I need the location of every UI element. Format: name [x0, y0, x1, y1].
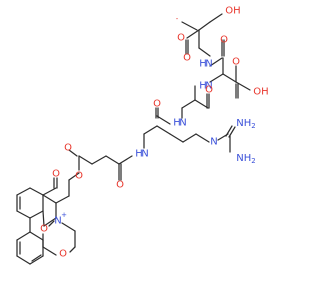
atom-n-gly-amide: N — [179, 118, 186, 129]
atom-o-amide-asp: O — [220, 35, 228, 46]
charge-minus: - — [176, 15, 179, 23]
atom-h-asp-amide: H — [199, 81, 207, 92]
atom-o-morpholine: O — [59, 249, 67, 260]
atom-n-serine-amide: N — [205, 59, 212, 70]
atom-o-ester-carbonyl: O — [64, 143, 72, 154]
atom-n-arg-amide: N — [141, 149, 148, 160]
atom-o-succ-amide: O — [116, 180, 124, 191]
atom-o-arg-carbonyl: O — [153, 99, 161, 110]
atom-o-gly-carbonyl: O — [205, 85, 213, 96]
atom-o-chromone-keto: O — [52, 169, 60, 180]
atom-labels: O - O OH N H O O OH N H O O N H N NH2 NH… — [40, 6, 269, 260]
atom-o-ester: O — [75, 171, 83, 182]
atom-o-asp-acid: O — [232, 57, 240, 68]
atom-nh2-upper: NH2 — [236, 118, 255, 131]
atom-h-arg-amide: H — [135, 149, 143, 160]
atom-h-gly-amide: H — [173, 118, 181, 129]
bond-lines — [16, 13, 251, 265]
atom-o-carboxylate: O — [177, 33, 185, 44]
atom-o-carbonyl-top: O — [183, 53, 191, 64]
charge-plus: + — [61, 211, 67, 219]
atom-n-asp-amide: N — [205, 81, 212, 92]
molecule-canvas: O - O OH N H O O OH N H O O N H N NH2 NH… — [16, 6, 269, 265]
atom-oh-asp-acid: OH — [253, 87, 268, 98]
atom-o-pyranone-ring: O — [40, 224, 48, 235]
atom-oh-serine: OH — [225, 6, 240, 17]
atom-n-guanidine: N — [210, 137, 217, 148]
atom-nh2-lower: NH2 — [236, 153, 255, 166]
structure-diagram: O - O OH N H O O OH N H O O N H N NH2 NH… — [16, 6, 269, 265]
atom-n-morpholinium: N — [54, 216, 61, 227]
atom-h-serine-amide: H — [199, 59, 207, 70]
